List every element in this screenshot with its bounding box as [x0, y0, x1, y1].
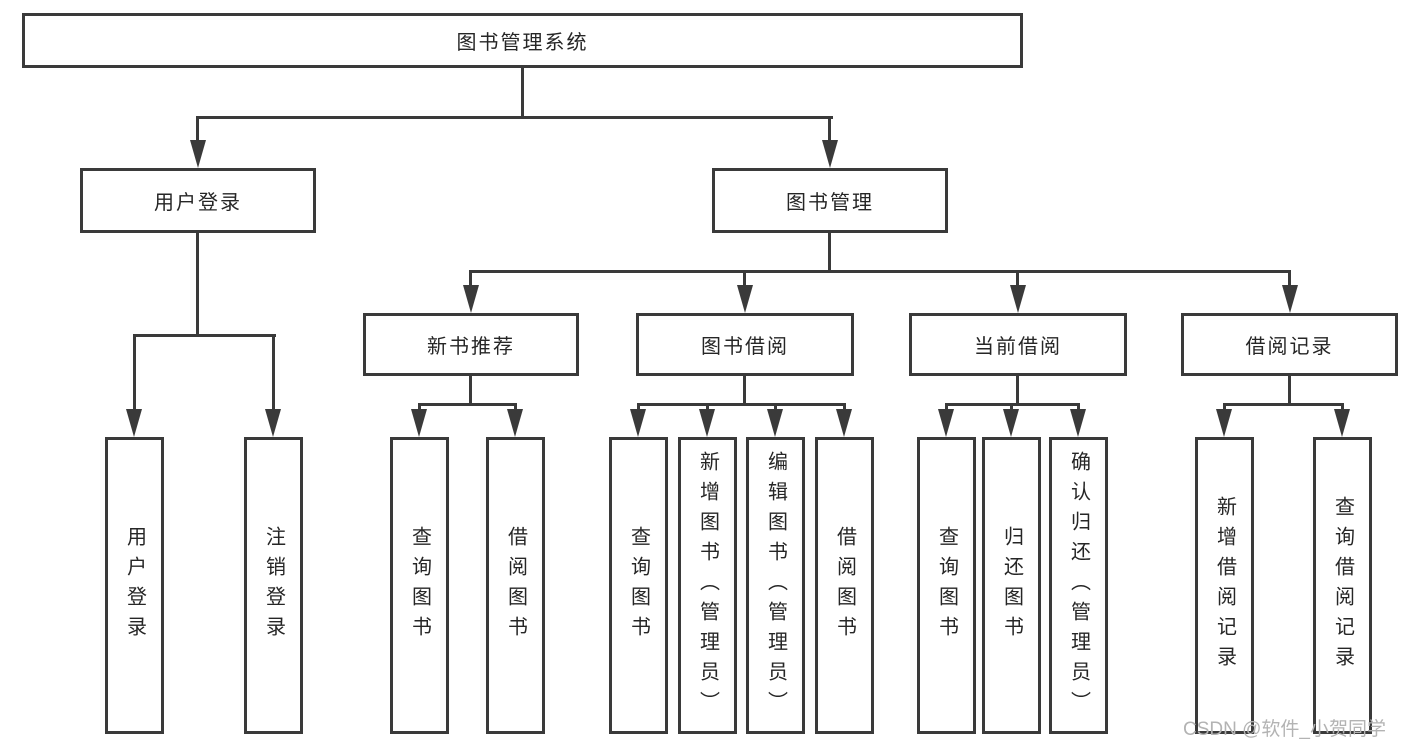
connector-line — [774, 403, 777, 411]
connector-line — [514, 403, 517, 411]
arrowhead-down-icon — [1070, 409, 1086, 437]
node-new-book-recommend: 新书推荐 — [363, 313, 579, 376]
leaf-return-books: 归还图书 — [982, 437, 1041, 734]
connector-line — [706, 403, 709, 411]
connector-line — [743, 376, 746, 406]
watermark: CSDN @软件_小贺同学 — [1183, 719, 1386, 740]
leaf-confirm-return-admin-label: 确认归还（管理员） — [1067, 450, 1090, 721]
node-current-borrowing-label: 当前借阅 — [974, 336, 1062, 358]
leaf-add-book-admin: 新增图书（管理员） — [678, 437, 737, 734]
node-root: 图书管理系统 — [22, 13, 1023, 68]
arrowhead-down-icon — [265, 409, 281, 437]
connector-line — [196, 233, 199, 337]
arrowhead-down-icon — [699, 409, 715, 437]
arrowhead-down-icon — [822, 140, 838, 168]
connector-line — [418, 403, 421, 411]
leaf-query-borrow-record-label: 查询借阅记录 — [1331, 495, 1354, 676]
connector-line — [1016, 376, 1019, 406]
connector-line — [1288, 376, 1291, 406]
arrowhead-down-icon — [630, 409, 646, 437]
node-user-login: 用户登录 — [80, 168, 316, 233]
connector-line — [828, 233, 831, 273]
arrowhead-down-icon — [737, 285, 753, 313]
connector-line — [470, 270, 1291, 273]
node-root-label: 图书管理系统 — [456, 32, 589, 54]
leaf-return-books-label: 归还图书 — [1000, 525, 1023, 646]
connector-line — [418, 403, 517, 406]
connector-line — [272, 334, 275, 411]
leaf-borrow-books-recommend-label: 借阅图书 — [504, 525, 527, 646]
node-new-book-recommend-label: 新书推荐 — [427, 336, 515, 358]
connector-line — [521, 68, 524, 118]
leaf-user-login-label: 用户登录 — [123, 525, 146, 646]
connector-line — [196, 116, 833, 119]
node-book-management-label: 图书管理 — [786, 192, 874, 214]
leaf-borrow-books-borrowing-label: 借阅图书 — [833, 525, 856, 646]
node-current-borrowing: 当前借阅 — [909, 313, 1127, 376]
arrowhead-down-icon — [126, 409, 142, 437]
leaf-query-books-borrowing: 查询图书 — [609, 437, 668, 734]
leaf-borrow-books-borrowing: 借阅图书 — [815, 437, 874, 734]
connector-line — [1223, 403, 1344, 406]
connector-line — [1016, 270, 1019, 287]
connector-line — [945, 403, 948, 411]
leaf-edit-book-admin: 编辑图书（管理员） — [746, 437, 805, 734]
arrowhead-down-icon — [1282, 285, 1298, 313]
connector-line — [196, 116, 199, 142]
arrowhead-down-icon — [1003, 409, 1019, 437]
leaf-confirm-return-admin: 确认归还（管理员） — [1049, 437, 1108, 734]
node-borrowing-records: 借阅记录 — [1181, 313, 1398, 376]
arrowhead-down-icon — [836, 409, 852, 437]
leaf-query-books-recommend: 查询图书 — [390, 437, 449, 734]
leaf-user-login: 用户登录 — [105, 437, 164, 734]
node-book-management: 图书管理 — [712, 168, 948, 233]
connector-line — [637, 403, 846, 406]
connector-line — [843, 403, 846, 411]
leaf-add-borrow-record: 新增借阅记录 — [1195, 437, 1254, 734]
node-book-borrowing-label: 图书借阅 — [701, 336, 789, 358]
leaf-add-borrow-record-label: 新增借阅记录 — [1213, 495, 1236, 676]
connector-line — [828, 116, 831, 142]
connector-line — [1223, 403, 1226, 411]
leaf-query-books-recommend-label: 查询图书 — [408, 525, 431, 646]
arrowhead-down-icon — [411, 409, 427, 437]
connector-line — [637, 403, 640, 411]
connector-line — [469, 376, 472, 406]
connector-line — [743, 270, 746, 287]
arrowhead-down-icon — [507, 409, 523, 437]
leaf-logout: 注销登录 — [244, 437, 303, 734]
leaf-borrow-books-recommend: 借阅图书 — [486, 437, 545, 734]
leaf-logout-label: 注销登录 — [262, 525, 285, 646]
leaf-query-books-current-label: 查询图书 — [935, 525, 958, 646]
connector-line — [133, 334, 276, 337]
connector-line — [469, 270, 472, 287]
connector-line — [1288, 270, 1291, 287]
connector-line — [1341, 403, 1344, 411]
leaf-add-book-admin-label: 新增图书（管理员） — [696, 450, 719, 721]
arrowhead-down-icon — [463, 285, 479, 313]
leaf-edit-book-admin-label: 编辑图书（管理员） — [764, 450, 787, 721]
node-borrowing-records-label: 借阅记录 — [1245, 336, 1334, 358]
connector-line — [1077, 403, 1080, 411]
leaf-query-books-borrowing-label: 查询图书 — [627, 525, 650, 646]
arrowhead-down-icon — [1216, 409, 1232, 437]
arrowhead-down-icon — [190, 140, 206, 168]
connector-line — [133, 334, 136, 411]
node-book-borrowing: 图书借阅 — [636, 313, 854, 376]
arrowhead-down-icon — [938, 409, 954, 437]
leaf-query-borrow-record: 查询借阅记录 — [1313, 437, 1372, 734]
arrowhead-down-icon — [1334, 409, 1350, 437]
connector-line — [1010, 403, 1013, 411]
leaf-query-books-current: 查询图书 — [917, 437, 976, 734]
arrowhead-down-icon — [767, 409, 783, 437]
arrowhead-down-icon — [1010, 285, 1026, 313]
node-user-login-label: 用户登录 — [154, 192, 242, 214]
